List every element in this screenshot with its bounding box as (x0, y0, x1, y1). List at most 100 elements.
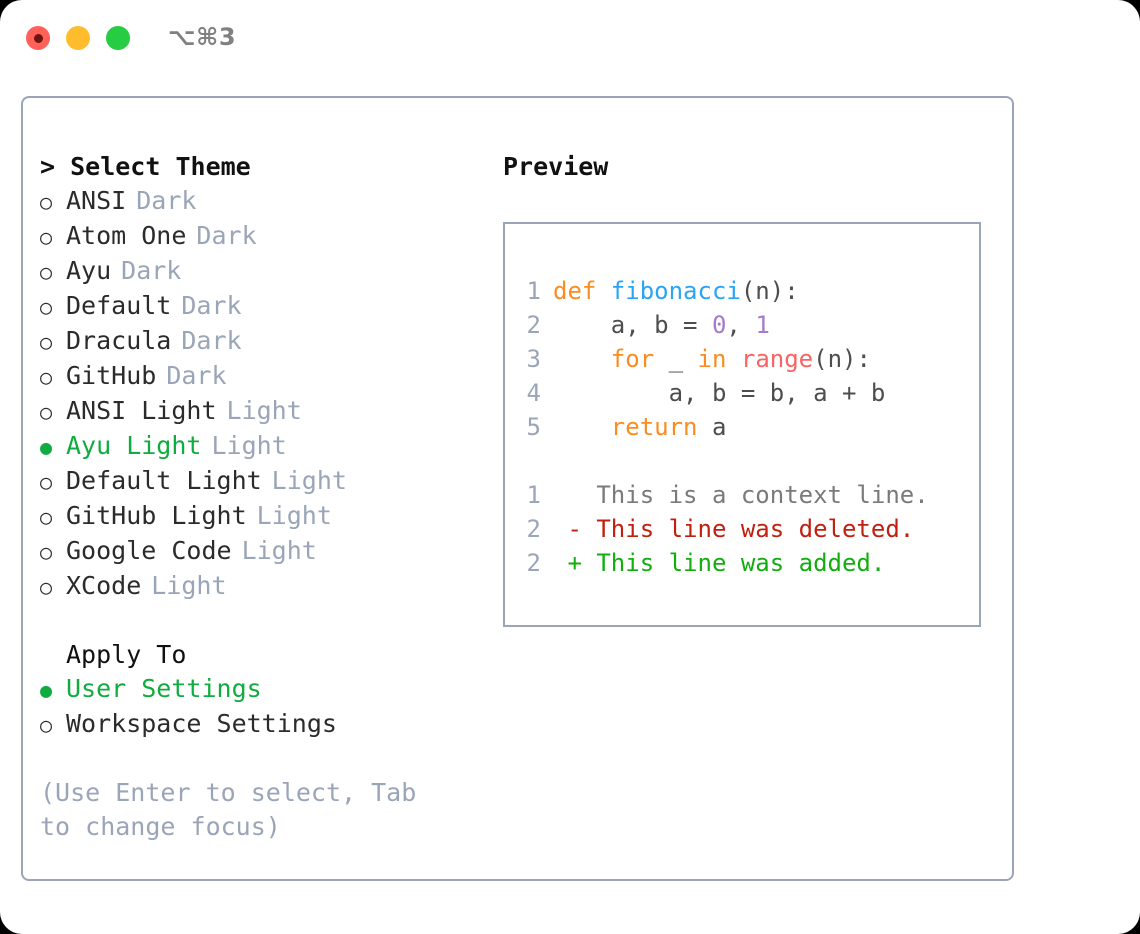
theme-variant-tag: Dark (136, 186, 197, 215)
theme-option-2[interactable]: ○ Ayu Dark (40, 254, 503, 289)
line-number: 4 (526, 379, 541, 407)
theme-option-6[interactable]: ○ ANSI Light Light (40, 394, 503, 429)
code-token: 0 (711, 311, 727, 339)
apply-to-option-label: Workspace Settings (66, 709, 337, 738)
code-line: 1 def fibonacci(n): (505, 274, 979, 308)
theme-option-9[interactable]: ○ GitHub Light Light (40, 499, 503, 534)
apply-to-option-label: User Settings (66, 674, 262, 703)
theme-option-label: Dracula (66, 326, 172, 355)
radio-unselected-icon: ○ (40, 505, 53, 529)
code-text: def fibonacci(n): (553, 274, 799, 308)
diff-text: This is a context line. (553, 481, 929, 509)
radio-unselected-icon: ○ (40, 190, 53, 214)
code-text: a, b = 0, 1 (553, 308, 770, 342)
radio-unselected-icon: ○ (40, 365, 53, 389)
theme-option-label: Default Light (66, 466, 262, 495)
radio-selected-icon: ● (40, 435, 53, 459)
apply-to-option-1[interactable]: ○ Workspace Settings (40, 707, 503, 742)
code-token: (n): (813, 345, 871, 373)
code-text: a, b = b, a + b (553, 376, 886, 410)
traffic-lights (26, 26, 130, 50)
code-token: 1 (755, 311, 770, 339)
code-text: for _ in range(n): (553, 342, 871, 376)
code-token: a, b = b, a + b (553, 379, 886, 407)
theme-variant-tag: Light (256, 501, 332, 530)
code-token: return (610, 413, 698, 441)
theme-option-label: Ayu Light (66, 431, 202, 460)
theme-variant-tag: Light (211, 431, 287, 460)
keyboard-hint: (Use Enter to select, Tab to change focu… (40, 778, 432, 841)
theme-option-label: Default (66, 291, 172, 320)
theme-variant-tag: Dark (121, 256, 182, 285)
radio-unselected-icon: ○ (40, 295, 53, 319)
theme-option-label: Atom One (66, 221, 187, 250)
line-number: 2 (526, 311, 541, 339)
line-number: 5 (526, 413, 541, 441)
close-button[interactable] (26, 26, 50, 50)
window-titlebar: ⌥⌘3 (0, 0, 1140, 78)
radio-unselected-icon: ○ (40, 260, 53, 284)
minimize-button[interactable] (66, 26, 90, 50)
theme-option-label: Ayu (66, 256, 112, 285)
radio-unselected-icon: ○ (40, 225, 53, 249)
code-token: in (697, 345, 727, 373)
theme-option-label: ANSI Light (66, 396, 217, 425)
window-title: ⌥⌘3 (168, 23, 237, 51)
code-token: def (553, 277, 611, 305)
line-number: 1 (526, 277, 541, 305)
apply-to-option-list[interactable]: ●User Settings ○ Workspace Settings (40, 672, 503, 742)
radio-unselected-icon: ○ (40, 540, 53, 564)
line-number: 3 (526, 345, 541, 373)
theme-option-label: GitHub Light (66, 501, 247, 530)
code-token (553, 413, 611, 441)
code-token: _ (654, 345, 698, 373)
theme-option-1[interactable]: ○ Atom One Dark (40, 219, 503, 254)
code-token: a (697, 413, 727, 441)
theme-option-label: Google Code (66, 536, 232, 565)
radio-unselected-icon: ○ (40, 400, 53, 424)
maximize-button[interactable] (106, 26, 130, 50)
code-line: 5 return a (505, 410, 979, 444)
theme-variant-tag: Dark (196, 221, 257, 250)
code-token: (n): (740, 277, 799, 305)
theme-option-7[interactable]: ● Ayu Light Light (40, 429, 503, 464)
theme-variant-tag: Light (151, 571, 227, 600)
apply-to-option-0[interactable]: ●User Settings (40, 672, 503, 707)
theme-variant-tag: Light (226, 396, 302, 425)
theme-variant-tag: Light (241, 536, 317, 565)
radio-unselected-icon: ○ (40, 713, 53, 737)
select-theme-header: > Select Theme (40, 152, 251, 181)
diff-line: 1 This is a context line. (505, 478, 979, 512)
radio-unselected-icon: ○ (40, 330, 53, 354)
line-number: 2 (526, 549, 541, 577)
code-token: range (740, 345, 814, 373)
code-line: 4 a, b = b, a + b (505, 376, 979, 410)
code-line: 3 for _ in range(n): (505, 342, 979, 376)
code-token: a, b = (553, 311, 712, 339)
code-token: fibonacci (610, 277, 741, 305)
theme-variant-tag: Dark (181, 291, 242, 320)
code-text: return a (553, 410, 727, 444)
code-line: 2 a, b = 0, 1 (505, 308, 979, 342)
theme-option-3[interactable]: ○ Default Dark (40, 289, 503, 324)
theme-option-label: XCode (66, 571, 142, 600)
diff-line: 2 - This line was deleted. (505, 512, 979, 546)
line-number: 1 (526, 481, 541, 509)
diff-text: + This line was added. (553, 549, 886, 577)
theme-option-10[interactable]: ○ Google Code Light (40, 534, 503, 569)
code-token: , (726, 311, 756, 339)
theme-option-label: GitHub (66, 361, 157, 390)
